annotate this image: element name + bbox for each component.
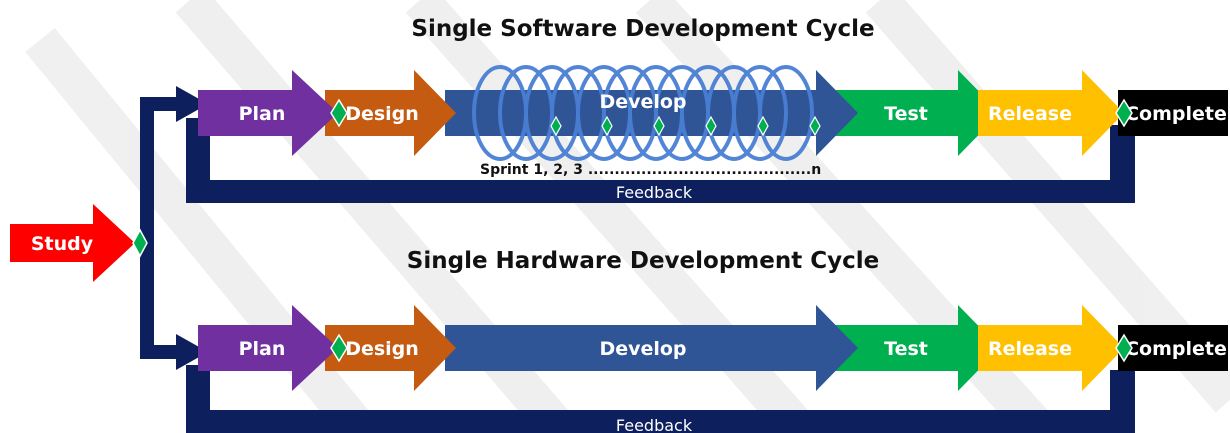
hardware-complete-box	[1118, 325, 1228, 371]
hardware-plan-label: Plan	[239, 338, 286, 360]
hardware-design-label: Design	[345, 338, 419, 360]
hardware-release-label: Release	[988, 338, 1072, 360]
hardware-test-arrow	[830, 305, 1000, 391]
hardware-design-arrow	[325, 305, 456, 391]
software-complete-box	[1118, 90, 1228, 136]
software-cycle-title: Single Software Development Cycle	[411, 16, 874, 42]
hardware-release-arrow	[978, 305, 1124, 391]
software-develop-label: Develop	[599, 91, 686, 113]
software-plan-gate-diamond	[330, 98, 348, 128]
study-gate-diamond	[132, 228, 148, 258]
software-release-label: Release	[988, 103, 1072, 125]
hardware-plan-gate-diamond	[330, 333, 348, 363]
hardware-plan-arrow	[198, 305, 338, 391]
hardware-feedback-loop	[186, 365, 1135, 433]
software-plan-arrow	[198, 70, 338, 156]
software-test-label: Test	[884, 103, 928, 125]
software-release-arrow	[978, 70, 1124, 156]
hardware-cycle-title: Single Hardware Development Cycle	[407, 248, 879, 274]
software-complete-label: Complete	[1125, 103, 1227, 125]
study-connectors	[140, 86, 208, 370]
software-design-arrow	[325, 70, 456, 156]
software-plan-label: Plan	[239, 103, 286, 125]
software-complete-gate-diamond	[1115, 98, 1133, 128]
sprint-gate-diamonds	[550, 115, 821, 137]
software-design-label: Design	[345, 103, 419, 125]
hardware-develop-label: Develop	[599, 338, 686, 360]
software-row: Plan Design Develop Test Release Complet…	[198, 65, 1228, 178]
hardware-complete-label: Complete	[1125, 338, 1227, 360]
software-test-arrow	[830, 70, 1000, 156]
software-feedback-label: Feedback	[616, 183, 693, 202]
hardware-complete-gate-diamond	[1115, 333, 1133, 363]
software-feedback-loop	[186, 118, 1135, 203]
hardware-feedback-label: Feedback	[616, 416, 693, 433]
study-arrow	[10, 204, 135, 282]
study-label: Study	[31, 233, 94, 255]
sprint-label: Sprint 1, 2, 3 .........................…	[480, 162, 821, 178]
hardware-test-label: Test	[884, 338, 928, 360]
hardware-row: Plan Design Develop Test Release Complet…	[198, 305, 1228, 391]
hardware-develop-arrow	[445, 305, 858, 391]
sprint-loops	[472, 65, 814, 161]
